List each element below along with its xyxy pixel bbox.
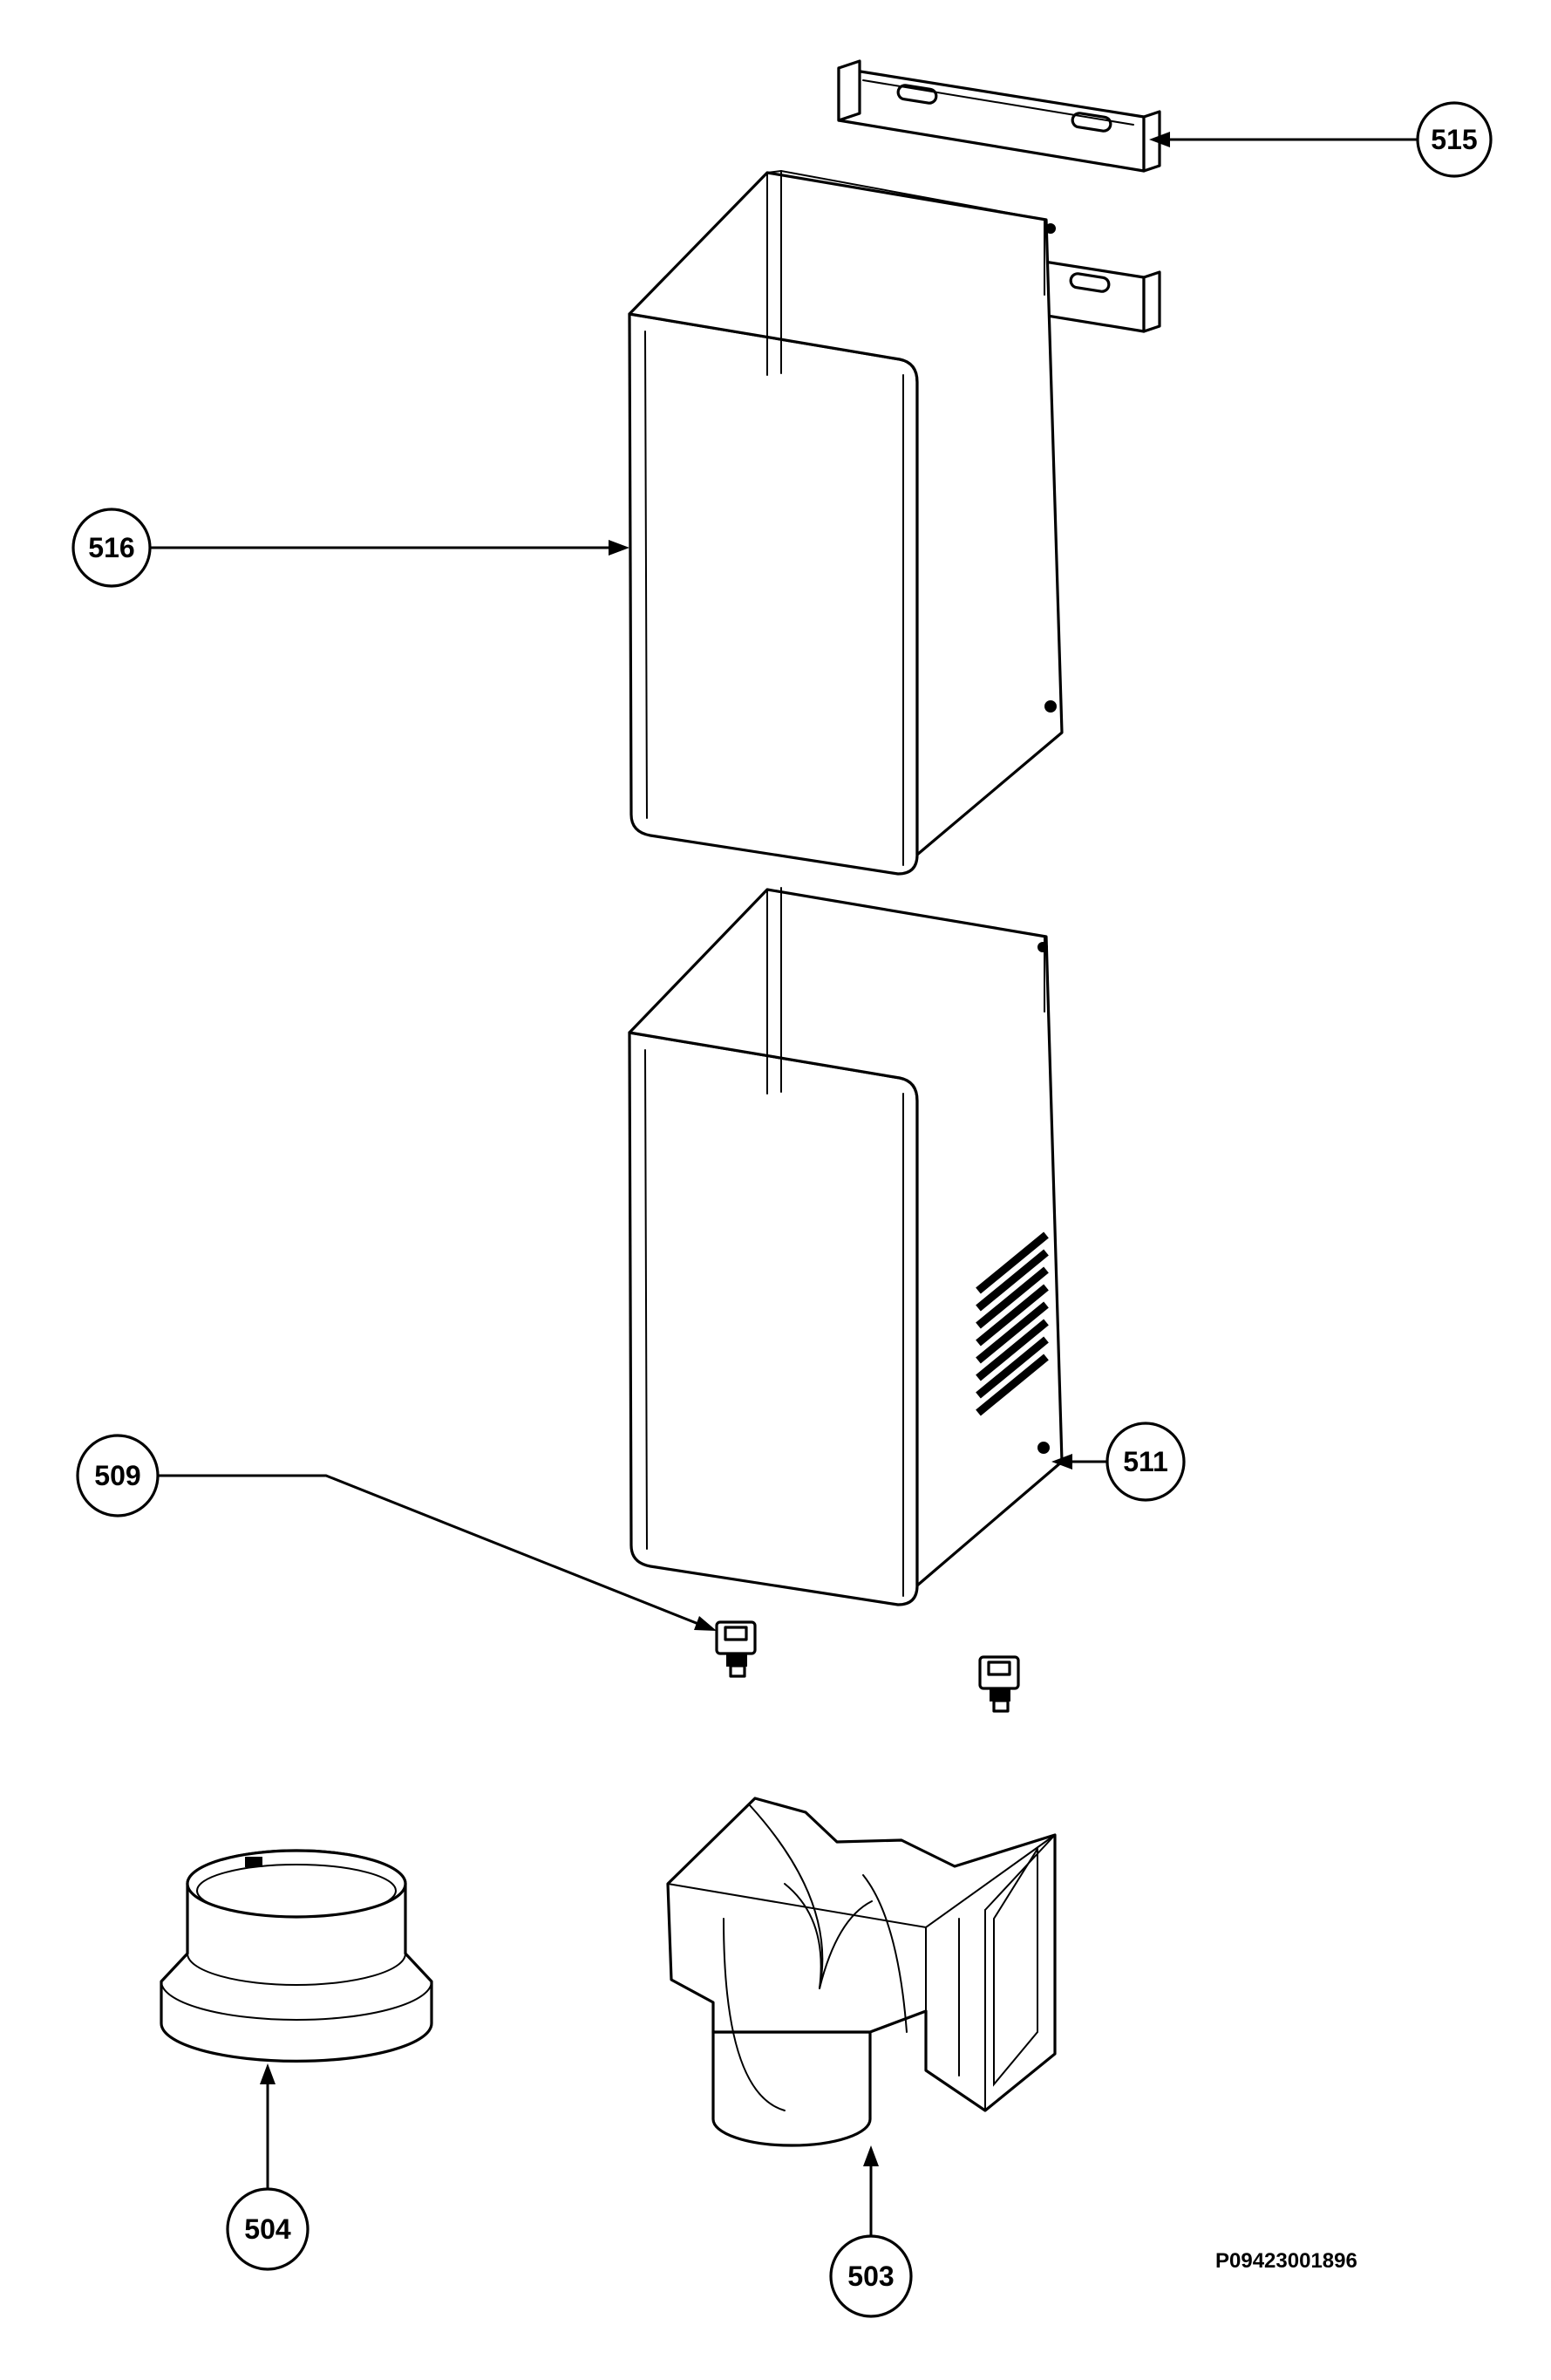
callout-516: 516 — [71, 508, 152, 588]
part-503-duct-connector — [666, 1797, 1057, 2147]
leader-516 — [150, 540, 629, 556]
callout-511-label: 511 — [1123, 1446, 1168, 1477]
leader-515 — [1149, 132, 1418, 147]
callout-509: 509 — [76, 1434, 160, 1517]
callout-515-label: 515 — [1431, 124, 1477, 155]
vent-grille — [976, 1231, 1049, 1416]
part-509-clip-right — [978, 1655, 1020, 1713]
part-504-round-adapter — [160, 1849, 433, 2063]
callout-515: 515 — [1416, 101, 1493, 178]
document-code: P09423001896 — [1215, 2249, 1357, 2273]
callout-504: 504 — [226, 2187, 310, 2271]
part-511-lower-chimney — [628, 887, 1064, 1606]
callout-504-label: 504 — [244, 2213, 291, 2245]
part-509-clip-left — [715, 1620, 757, 1678]
leader-511 — [1051, 1454, 1107, 1470]
callout-503: 503 — [829, 2234, 913, 2318]
leader-509 — [159, 1474, 717, 1631]
callout-516-label: 516 — [88, 532, 134, 563]
callout-509-label: 509 — [94, 1460, 140, 1491]
callout-511: 511 — [1105, 1422, 1186, 1502]
leader-503 — [863, 2145, 879, 2238]
leader-504 — [260, 2063, 276, 2189]
part-516-upper-chimney — [628, 169, 1064, 876]
part-515-bracket-upper — [837, 59, 1161, 173]
callout-503-label: 503 — [847, 2261, 894, 2292]
